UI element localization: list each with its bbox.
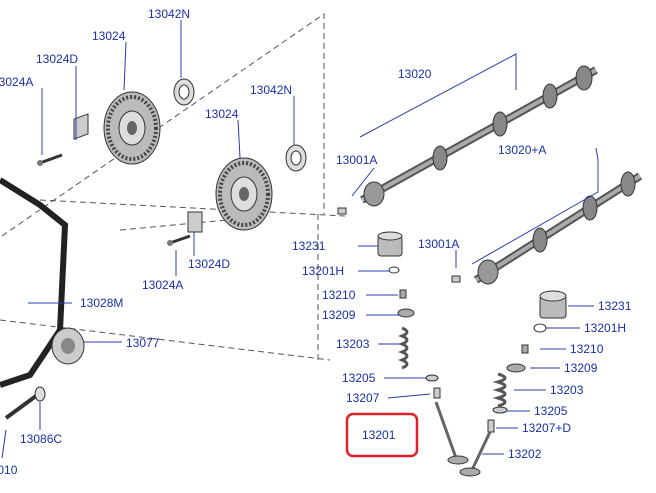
label-13028M: 13028M (80, 296, 123, 310)
label-13207D: 13207+D (522, 421, 571, 435)
shim-right (533, 323, 547, 333)
camshaft-sprocket-upper (103, 91, 161, 165)
washer (34, 386, 46, 402)
label-13231-left: 13231 (292, 239, 326, 253)
label-13024D-upper: 13024D (36, 52, 78, 66)
label-13209-right: 13209 (564, 361, 598, 375)
valve-spring-left (397, 326, 409, 370)
valve-keeper-right (521, 344, 529, 354)
assembly-outline-top (1, 13, 325, 237)
label-13042N-lower: 13042N (250, 83, 292, 97)
label-13024-upper: 13024 (92, 29, 126, 43)
label-13020A: 13020+A (498, 143, 546, 157)
label-13024A-lower: 13024A (142, 278, 183, 292)
label-13205-left: 13205 (342, 371, 376, 385)
retainer-left (397, 308, 415, 318)
label-13020: 13020 (398, 67, 432, 81)
label-13024A-upper: 13024A (0, 75, 33, 89)
spring-seat-left (425, 374, 439, 382)
exhaust-valve (459, 431, 492, 477)
label-13203-right: 13203 (550, 383, 584, 397)
label-13001A-lower: 13001A (418, 237, 459, 251)
label-13086C: 13086C (20, 432, 62, 446)
retainer-right (506, 363, 526, 373)
spring-seat-right (492, 406, 508, 414)
camshaft-sprocket-lower (215, 157, 273, 231)
label-13203-left: 13203 (336, 337, 370, 351)
label-13024D-lower: 13024D (188, 257, 230, 271)
label-13210-right: 13210 (570, 342, 604, 356)
long-bolt (4, 394, 38, 420)
label-13077: 13077 (126, 336, 160, 350)
label-13201: 13201 (362, 428, 396, 442)
timing-belt (0, 177, 69, 388)
label-13207: 13207 (346, 391, 380, 405)
label-13001A-upper: 13001A (336, 153, 377, 167)
valve-guide-left (433, 387, 441, 399)
label-13210-left: 13210 (322, 288, 356, 302)
bolt-lower (167, 234, 191, 246)
assembly-outline-left (0, 319, 331, 361)
bracket-upper (73, 113, 89, 140)
intake-valve (434, 401, 469, 465)
label-13010: 13010 (0, 463, 18, 477)
label-13205-right: 13205 (534, 404, 568, 418)
oil-seal-lower (285, 144, 307, 172)
label-13042N-upper: 13042N (148, 7, 190, 21)
bracket-lower (187, 211, 203, 233)
label-13209-left: 13209 (322, 308, 356, 322)
idler-pulley (51, 327, 85, 365)
dash-line-a (39, 199, 346, 217)
bolt-upper (37, 153, 63, 166)
label-13201H-right: 13201H (584, 321, 626, 335)
dowel-upper (337, 207, 347, 215)
label-13201H-left: 13201H (302, 264, 344, 278)
valve-keeper-left (399, 289, 407, 299)
label-13202: 13202 (508, 447, 542, 461)
oil-seal-upper (173, 78, 195, 106)
dowel-lower (451, 275, 461, 283)
label-13024-lower: 13024 (205, 107, 239, 121)
highlight-box-13201 (345, 412, 419, 458)
valve-guide-right (487, 419, 495, 433)
camshaft-lower (473, 171, 643, 285)
leader-lines (1, 20, 599, 459)
valve-lifter-left (377, 231, 403, 257)
valve-spring-right (492, 372, 507, 408)
shim-left (388, 266, 400, 274)
camshaft-upper (360, 65, 598, 207)
label-13231-right: 13231 (598, 299, 632, 313)
valve-lifter-right (539, 290, 567, 319)
